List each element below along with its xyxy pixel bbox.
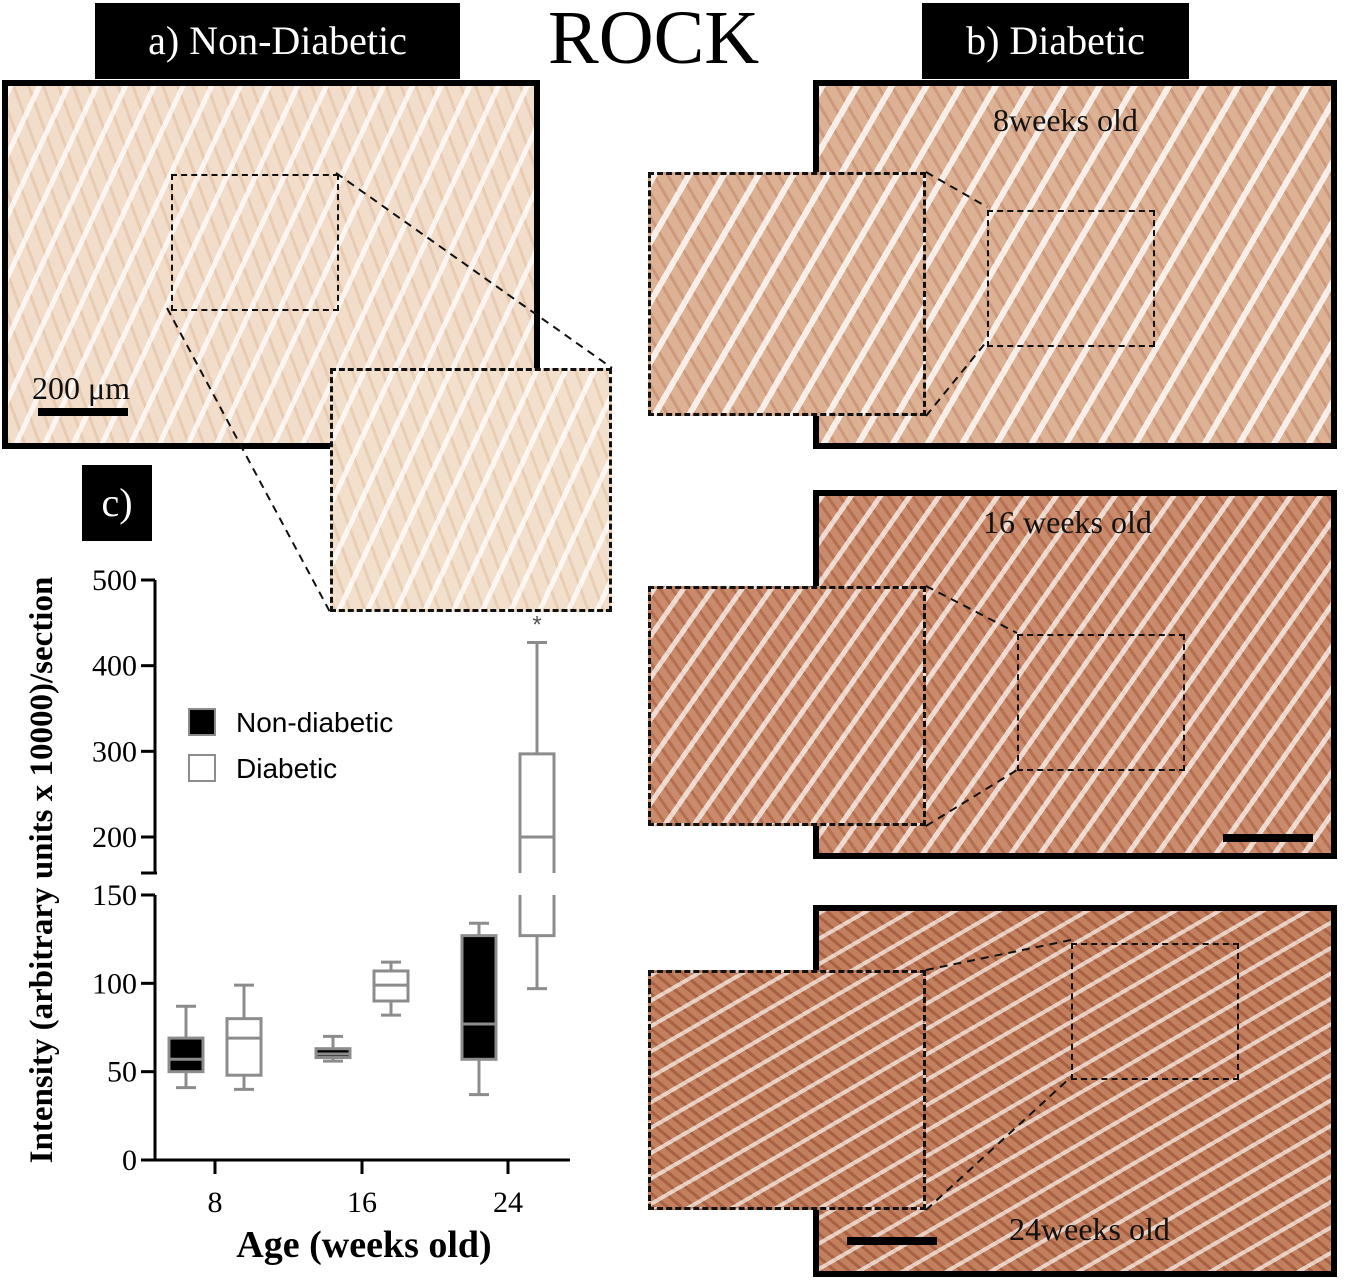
caption-8-weeks: 8weeks old bbox=[993, 102, 1138, 138]
box-nondiabetic-8 bbox=[167, 1004, 205, 1090]
panel-b-label: b) Diabetic bbox=[922, 3, 1189, 79]
x-tick-label: 24 bbox=[493, 1186, 523, 1219]
box-body bbox=[225, 1017, 263, 1077]
y-tick-label: 200 bbox=[92, 821, 137, 854]
y-axis-title: Intensity (arbitrary units x 10000)/sect… bbox=[24, 577, 60, 1164]
diabetic-8wk-roi-box bbox=[987, 210, 1155, 347]
legend-swatch-nondiabetic bbox=[188, 708, 216, 736]
diabetic-16wk-roi-box bbox=[1017, 634, 1185, 771]
significance-asterisk: * bbox=[532, 612, 541, 639]
figure-title: ROCK bbox=[548, 0, 760, 80]
box-body bbox=[167, 1036, 205, 1074]
panel-a-label: a) Non-Diabetic bbox=[95, 3, 460, 79]
scale-bar-24wk bbox=[847, 1237, 937, 1245]
y-tick-label: 400 bbox=[92, 650, 137, 683]
x-tick-label: 8 bbox=[208, 1186, 223, 1219]
scale-label: 200 μm bbox=[32, 370, 131, 406]
box-diabetic-24 bbox=[518, 641, 556, 991]
y-tick-label: 50 bbox=[107, 1056, 137, 1089]
box-diabetic-8 bbox=[225, 983, 263, 1091]
nondiabetic-roi-box bbox=[171, 174, 339, 311]
box-nondiabetic-16 bbox=[314, 1034, 352, 1063]
nondiabetic-zoom-inset bbox=[330, 368, 612, 612]
diabetic-24wk-zoom-inset bbox=[648, 970, 926, 1210]
diabetic-24wk-roi-box bbox=[1071, 943, 1239, 1080]
legend: Non-diabetic Diabetic bbox=[188, 707, 393, 784]
legend-swatch-diabetic bbox=[188, 754, 216, 782]
y-tick-label: 0 bbox=[122, 1144, 137, 1177]
box-body-lower bbox=[518, 895, 556, 938]
y-tick-label: 100 bbox=[92, 967, 137, 1000]
caption-24-weeks: 24weeks old bbox=[1009, 1211, 1170, 1247]
box-plot-chart: Intensity (arbitrary units x 10000)/sect… bbox=[24, 564, 570, 1266]
y-tick-label: 500 bbox=[92, 564, 137, 597]
box-body-upper bbox=[518, 752, 556, 873]
box-body bbox=[460, 934, 498, 1061]
x-axis-title: Age (weeks old) bbox=[236, 1224, 491, 1266]
box-diabetic-16 bbox=[372, 960, 410, 1017]
diabetic-8wk-zoom-inset bbox=[648, 172, 926, 416]
scale-bar bbox=[38, 408, 128, 416]
legend-label-diabetic: Diabetic bbox=[236, 753, 337, 784]
box-nondiabetic-24 bbox=[460, 921, 498, 1097]
y-tick-label: 150 bbox=[92, 879, 137, 912]
x-tick-label: 16 bbox=[347, 1186, 377, 1219]
legend-label-nondiabetic: Non-diabetic bbox=[236, 707, 393, 738]
scale-bar-16wk bbox=[1223, 834, 1313, 842]
panel-c-label: c) bbox=[82, 465, 152, 541]
y-tick-label: 300 bbox=[92, 735, 137, 768]
caption-16-weeks: 16 weeks old bbox=[983, 504, 1152, 540]
diabetic-16wk-zoom-inset bbox=[648, 586, 926, 826]
